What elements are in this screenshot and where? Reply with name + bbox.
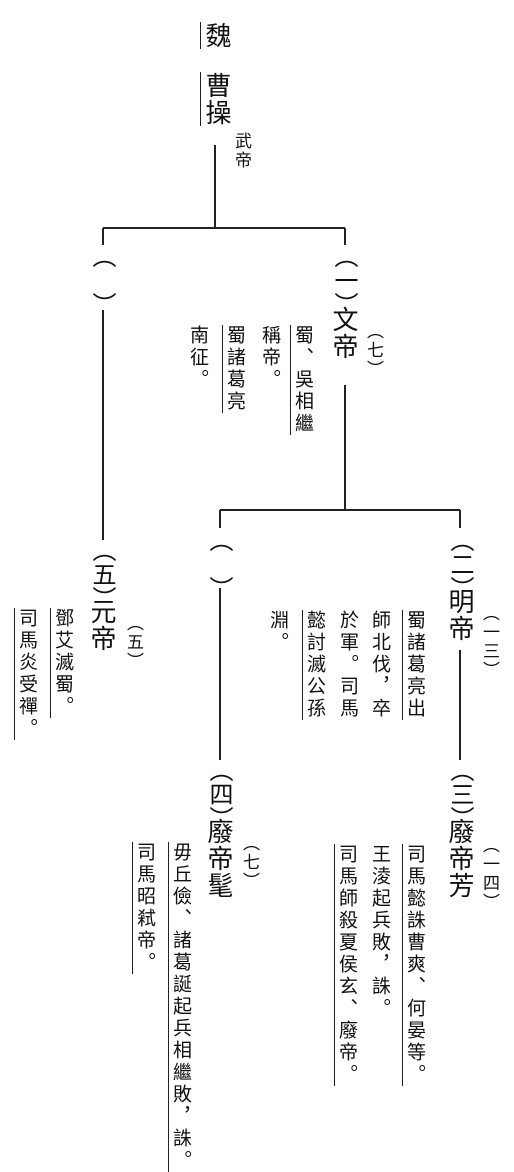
ruler-wendi-name: 文帝 (328, 306, 358, 360)
ruler-feidi-fang-name: 廢帝芳 (444, 818, 474, 899)
ruler-feidi-mao-note-1: 毋丘儉、諸葛誕起兵相繼敗，誅。 (168, 842, 192, 1172)
ruler-mingdi-years: （一三） (479, 604, 499, 680)
ruler-wendi-ordinal: （一） (330, 244, 358, 316)
ruler-yuandi-years: （五） (123, 614, 143, 671)
ruler-mingdi-note-1: 蜀諸葛亮出 (402, 610, 426, 720)
founder-name: 曹操 (200, 72, 231, 126)
ruler-yuandi-ordinal: （五） (88, 538, 116, 610)
ruler-u1-ordinal: （ ） (88, 244, 116, 316)
ruler-feidi-mao-years: （七） (239, 834, 259, 891)
ruler-feidi-fang-ordinal: （三） (446, 758, 474, 830)
ruler-wendi-note-2: 稱帝。 (259, 325, 281, 391)
ruler-wendi-note-1: 蜀、吳相繼 (290, 325, 314, 435)
ruler-mingdi-note-5: 淵。 (267, 610, 289, 654)
ruler-mingdi-ordinal: （二） (446, 528, 474, 600)
ruler-feidi-fang-note-2: 王淩起兵敗，誅。 (369, 844, 391, 1020)
ruler-feidi-mao-ordinal: （四） (205, 758, 233, 830)
ruler-wendi-years: （七） (363, 322, 383, 379)
ruler-mingdi-note-4: 懿討滅公孫 (302, 610, 326, 720)
ruler-mingdi-note-2: 師北伐，卒 (369, 610, 391, 720)
ruler-feidi-fang-note-3: 司馬師殺夏侯玄、廢帝。 (334, 844, 358, 1086)
ruler-feidi-fang-note-1: 司馬懿誅曹爽、何晏等。 (402, 844, 426, 1086)
ruler-yuandi-note-2: 司馬炎受禪。 (14, 608, 38, 740)
ruler-feidi-fang-years: （一四） (479, 836, 499, 912)
ruler-feidi-mao-name: 廢帝髦 (203, 818, 233, 899)
ruler-yuandi-note-1: 鄧艾滅蜀。 (50, 608, 74, 718)
ruler-feidi-mao-note-2: 司馬昭弒帝。 (132, 842, 156, 974)
ruler-wendi-note-3: 蜀諸葛亮 (222, 325, 246, 413)
ruler-mingdi-name: 明帝 (444, 588, 474, 642)
ruler-yuandi-name: 元帝 (86, 598, 116, 652)
ruler-u2-ordinal: （ ） (205, 528, 233, 600)
founder-title: 武帝 (231, 132, 251, 170)
ruler-wendi-note-4: 南征。 (187, 325, 209, 391)
ruler-mingdi-note-3: 於軍。司馬 (337, 610, 359, 720)
state-name: 魏 (200, 22, 231, 49)
